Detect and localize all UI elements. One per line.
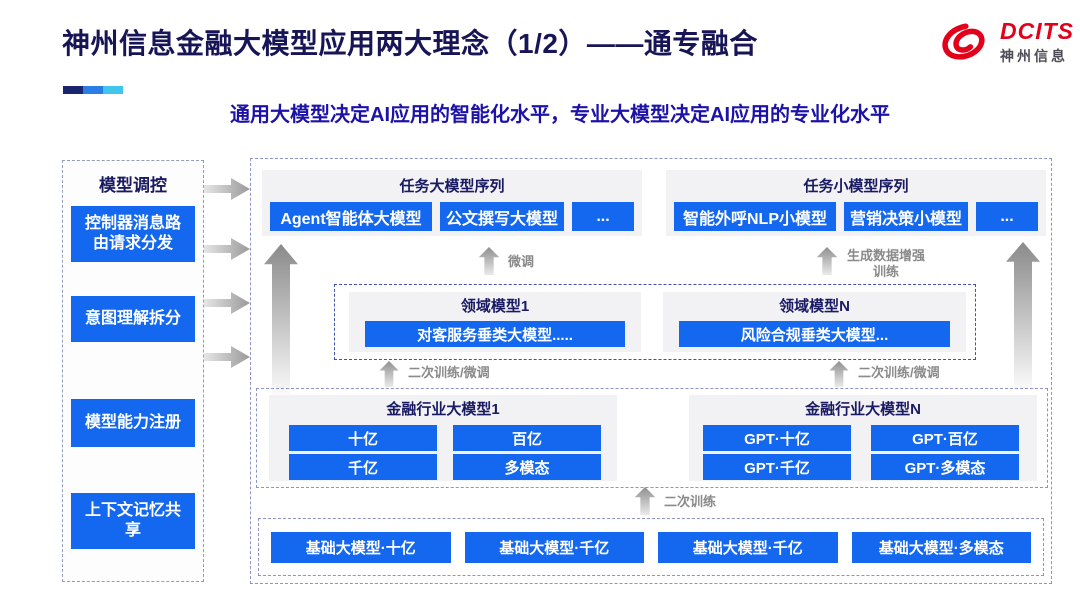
node-gpt-100b-model: GPT·千亿	[703, 454, 851, 480]
sidebar-model-control: 模型调控 控制器消息路由请求分发 意图理解拆分 模型能力注册 上下文记忆共享	[62, 160, 204, 582]
sidebar-item-register: 模型能力注册	[71, 399, 195, 447]
node-agent-large-model: Agent智能体大模型	[270, 202, 432, 231]
arrow-up-icon	[829, 361, 849, 387]
node-customer-service-model: 对客服务垂类大模型.....	[365, 321, 625, 347]
dcits-logo-icon	[942, 23, 985, 60]
domain-models-box: 领域模型1 对客服务垂类大模型..... 领域模型N 风险合规垂类大模型...	[334, 284, 976, 360]
label-gen-data-training: 生成数据增强训练	[846, 248, 925, 279]
industry-models-box: 金融行业大模型1 十亿 百亿 千亿 多模态 金融行业大模型N GPT·十亿 GP…	[256, 388, 1048, 488]
arrow-right-icon	[204, 292, 250, 314]
node-base-model-1b: 基础大模型·十亿	[271, 531, 451, 563]
arrow-right-icon	[204, 238, 250, 260]
label-retrain: 二次训练	[664, 494, 717, 509]
node-gpt-10b-model: GPT·百亿	[871, 425, 1019, 451]
group-title: 金融行业大模型N	[805, 401, 921, 418]
group-title: 领域模型1	[460, 298, 530, 315]
label-retrain-finetune-left: 二次训练/微调	[408, 365, 490, 380]
logo-name: DCITS	[1000, 18, 1074, 44]
node-base-model-multimodal: 基础大模型·多模态	[851, 531, 1031, 563]
node-doc-writing-model: 公文撰写大模型	[440, 202, 564, 231]
group-industry-model-n: 金融行业大模型N GPT·十亿 GPT·百亿 GPT·千亿 GPT·多模态	[689, 395, 1037, 481]
arrow-right-icon	[204, 178, 250, 200]
dcits-logo: DCITS 神州信息	[938, 20, 1074, 66]
logo-cn: 神州信息	[1000, 48, 1068, 64]
node-base-model-100b-b: 基础大模型·千亿	[658, 531, 838, 563]
label-retrain-finetune-right: 二次训练/微调	[858, 365, 940, 380]
label-fine-tune: 微调	[508, 254, 535, 269]
base-models-box: 基础大模型·十亿 基础大模型·千亿 基础大模型·千亿 基础大模型·多模态	[258, 518, 1044, 576]
arrow-up-large-icon	[1006, 242, 1040, 390]
arrow-up-icon	[478, 247, 500, 275]
node-more-large-models: ...	[572, 202, 634, 231]
arrow-up-icon	[379, 361, 399, 387]
group-title: 领域模型N	[779, 298, 850, 315]
group-domain-model-n: 领域模型N 风险合规垂类大模型...	[663, 292, 966, 352]
group-industry-model-1: 金融行业大模型1 十亿 百亿 千亿 多模态	[269, 395, 617, 481]
node-100b-model: 千亿	[289, 454, 437, 480]
group-domain-model-1: 领域模型1 对客服务垂类大模型.....	[349, 292, 641, 352]
node-gpt-1b-model: GPT·十亿	[703, 425, 851, 451]
group-task-large-models: 任务大模型序列 Agent智能体大模型 公文撰写大模型 ...	[262, 170, 642, 236]
title-accent-bar	[63, 86, 123, 94]
arrow-up-icon	[634, 487, 656, 515]
main-diagram-box	[250, 158, 1052, 584]
sidebar-title: 模型调控	[99, 176, 167, 195]
node-risk-compliance-model: 风险合规垂类大模型...	[679, 321, 950, 347]
sidebar-item-intent: 意图理解拆分	[71, 296, 195, 342]
arrow-right-icon	[204, 346, 250, 368]
group-title: 金融行业大模型1	[386, 401, 500, 418]
node-more-small-models: ...	[976, 202, 1038, 231]
page-title: 神州信息金融大模型应用两大理念（1/2）——通专融合	[62, 28, 758, 59]
sidebar-item-router: 控制器消息路由请求分发	[71, 206, 195, 262]
arrow-up-large-icon	[264, 244, 298, 396]
node-1b-model: 十亿	[289, 425, 437, 451]
node-outbound-nlp-model: 智能外呼NLP小模型	[674, 202, 836, 231]
node-base-model-100b-a: 基础大模型·千亿	[464, 531, 644, 563]
group-task-small-models: 任务小模型序列 智能外呼NLP小模型 营销决策小模型 ...	[666, 170, 1046, 236]
node-10b-model: 百亿	[453, 425, 601, 451]
group-title: 任务小模型序列	[803, 178, 909, 195]
node-gpt-multimodal-model: GPT·多模态	[871, 454, 1019, 480]
node-marketing-model: 营销决策小模型	[844, 202, 968, 231]
node-multimodal-model: 多模态	[453, 454, 601, 480]
arrow-up-icon	[816, 247, 838, 275]
group-title: 任务大模型序列	[399, 178, 505, 195]
sidebar-item-context: 上下文记忆共享	[71, 493, 195, 549]
subtitle: 通用大模型决定AI应用的智能化水平，专业大模型决定AI应用的专业化水平	[230, 104, 890, 126]
